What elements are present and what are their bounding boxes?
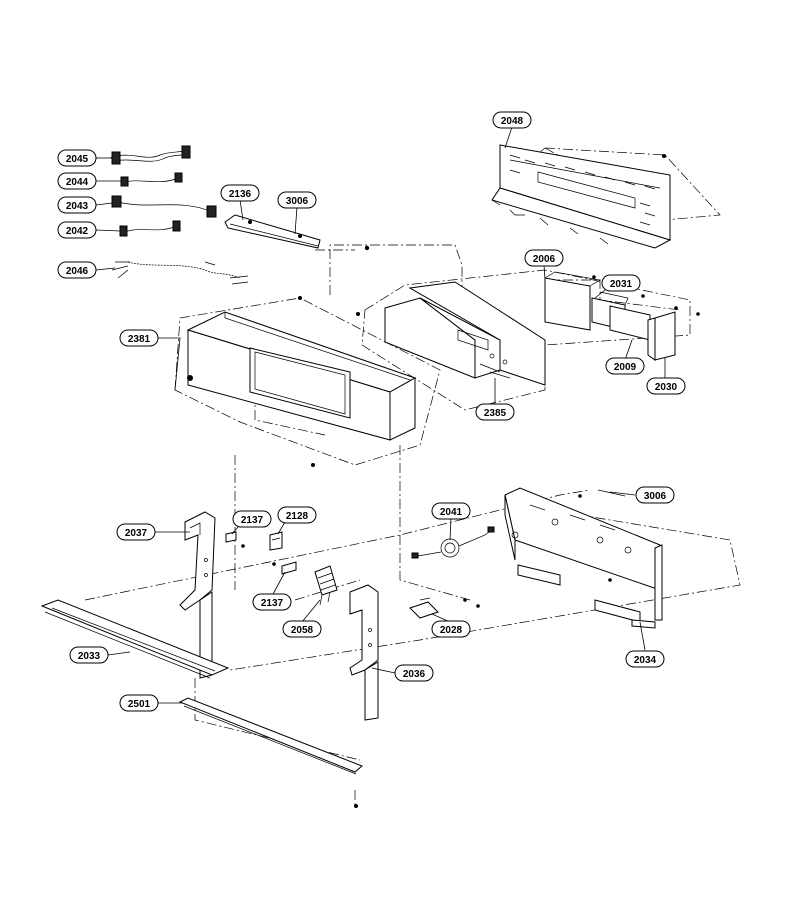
part-label-2058: 2058 (282, 620, 322, 638)
label-text: 2037 (125, 528, 148, 539)
part-label-3006-lower: 3006 (635, 486, 675, 504)
wire-harness-2043 (111, 195, 217, 218)
part-label-2031: 2031 (601, 274, 641, 292)
part-label-2036: 2036 (394, 664, 434, 682)
assembly-guide-lines (84, 147, 741, 805)
switch-block-2058 (314, 565, 338, 606)
cover-2030 (647, 306, 700, 361)
label-text: 2136 (229, 189, 252, 200)
part-label-2501: 2501 (119, 694, 159, 712)
label-text: 2030 (655, 382, 678, 393)
part-label-2006: 2006 (524, 249, 564, 267)
label-text: 2028 (440, 625, 463, 636)
bracket-2136 (224, 214, 370, 251)
label-text: 2009 (614, 362, 637, 373)
part-label-2385: 2385 (475, 403, 515, 421)
clip-2137-lower (272, 561, 297, 575)
wire-harness-2042 (119, 220, 181, 237)
vent-panel-2048 (491, 144, 672, 249)
part-label-2030: 2030 (646, 377, 686, 395)
label-text: 2044 (66, 177, 89, 188)
board-2009 (609, 305, 651, 341)
side-bracket-2036 (349, 584, 379, 721)
label-text: 2048 (501, 116, 524, 127)
part-label-2137-upper: 2137 (232, 510, 272, 528)
label-text: 2501 (128, 699, 151, 710)
side-bracket-2037 (179, 511, 216, 679)
part-label-2044: 2044 (57, 172, 97, 190)
control-board-2385 (384, 281, 546, 386)
label-text: 2137 (261, 598, 284, 609)
label-text: 2128 (286, 511, 309, 522)
label-text: 2033 (78, 651, 101, 662)
label-text: 2034 (634, 655, 657, 666)
board-2006 (544, 271, 601, 331)
label-text: 2381 (128, 334, 151, 345)
label-text: 2046 (66, 266, 89, 277)
label-text: 2042 (66, 226, 89, 237)
part-label-2033: 2033 (69, 646, 109, 664)
label-text: 2043 (66, 201, 89, 212)
label-text: 2041 (440, 507, 463, 518)
door-trim-2501 (178, 697, 363, 808)
part-label-2042: 2042 (57, 221, 97, 239)
leader-lines (95, 126, 666, 704)
label-text: 2137 (241, 515, 264, 526)
part-label-2028: 2028 (431, 620, 471, 638)
bracket-2128 (269, 531, 283, 551)
wire-harness-2046 (111, 261, 249, 285)
part-label-2136: 2136 (220, 184, 260, 202)
label-text: 3006 (286, 196, 309, 207)
part-label-2137-lower: 2137 (252, 593, 292, 611)
label-text: 2058 (291, 625, 314, 636)
part-label-2048: 2048 (492, 111, 532, 129)
part-label-2041: 2041 (431, 502, 471, 520)
part-label-2043: 2043 (57, 196, 97, 214)
part-label-2046: 2046 (57, 261, 97, 279)
part-label-2045: 2045 (57, 149, 97, 167)
label-text: 2036 (403, 669, 426, 680)
control-panel-2381 (186, 296, 417, 467)
label-text: 2045 (66, 154, 89, 165)
label-text: 3006 (644, 491, 667, 502)
part-label-2128: 2128 (277, 506, 317, 524)
label-text: 2006 (533, 254, 556, 265)
part-label-2034: 2034 (625, 650, 665, 668)
switch-2028 (409, 597, 480, 619)
frame-2034 (504, 487, 663, 629)
clip-2137-upper (225, 531, 245, 548)
part-label-3006-upper: 3006 (277, 191, 317, 209)
part-label-2009: 2009 (605, 357, 645, 375)
wire-harness-2044 (120, 172, 183, 187)
part-label-2037: 2037 (116, 523, 156, 541)
wire-harness-2045 (109, 145, 191, 165)
label-text: 2031 (610, 279, 633, 290)
label-text: 2385 (484, 408, 507, 419)
wire-thermostat-2041 (411, 526, 495, 559)
part-label-2381: 2381 (119, 329, 159, 347)
trim-strip-2033 (40, 599, 230, 679)
